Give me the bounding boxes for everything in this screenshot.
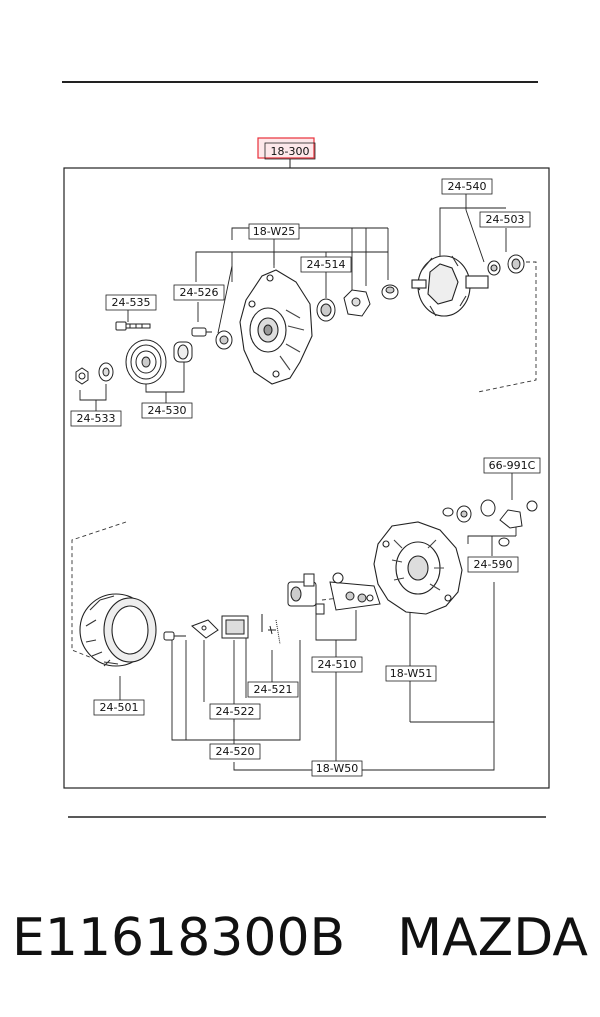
label-18-w25[interactable]: 18-W25 — [248, 223, 300, 240]
svg-text:24-533: 24-533 — [77, 412, 116, 425]
bearing-24-514 — [316, 298, 336, 322]
assembly-label-text: 18-300 — [271, 145, 310, 158]
svg-text:18-W25: 18-W25 — [253, 225, 295, 238]
regulator-24-510 — [287, 572, 381, 615]
svg-text:24-522: 24-522 — [216, 705, 255, 718]
label-24-590[interactable]: 24-590 — [467, 556, 519, 573]
retainer-plate — [343, 289, 371, 317]
svg-text:24-521: 24-521 — [254, 683, 293, 696]
label-24-501[interactable]: 24-501 — [93, 699, 145, 716]
nut-24-533 — [75, 362, 114, 385]
svg-text:18-W50: 18-W50 — [316, 762, 358, 775]
label-24-533[interactable]: 24-533 — [70, 410, 122, 427]
svg-text:66-991C: 66-991C — [489, 459, 536, 472]
terminal-bolts — [163, 614, 281, 645]
rear-housing-18-w51 — [373, 521, 463, 615]
label-18-w51[interactable]: 18-W51 — [385, 665, 437, 682]
assembly-label[interactable]: 18-300 — [257, 137, 316, 160]
svg-text:18-W51: 18-W51 — [390, 667, 432, 680]
svg-text:24-514: 24-514 — [307, 258, 346, 271]
svg-text:24-520: 24-520 — [216, 745, 255, 758]
bottom-leaders — [119, 472, 517, 771]
svg-text:24-510: 24-510 — [318, 658, 357, 671]
label-24-514[interactable]: 24-514 — [300, 256, 352, 273]
spacer-24-526 — [191, 327, 233, 350]
label-24-510[interactable]: 24-510 — [311, 656, 363, 673]
svg-text:24-530: 24-530 — [148, 404, 187, 417]
label-24-535[interactable]: 24-535 — [105, 294, 157, 311]
label-24-530[interactable]: 24-530 — [141, 402, 193, 419]
svg-text:24-535: 24-535 — [112, 296, 151, 309]
label-66-991c[interactable]: 66-991C — [483, 457, 541, 474]
label-24-522[interactable]: 24-522 — [209, 703, 261, 720]
label-24-521[interactable]: 24-521 — [247, 681, 299, 698]
part-number: E11618300B — [12, 908, 346, 968]
terminal-kit-24-590 — [442, 499, 538, 547]
top-dashed-guides — [477, 261, 537, 393]
diagram-frame — [63, 167, 550, 789]
bolt-24-535 — [115, 321, 151, 331]
label-24-540[interactable]: 24-540 — [441, 178, 493, 195]
rotor-24-540 — [411, 255, 501, 317]
bearing-24-503 — [507, 254, 525, 274]
brand-name: MAZDA — [397, 908, 588, 968]
screw-small — [381, 284, 399, 300]
stator-24-501 — [79, 593, 157, 667]
label-18-w50[interactable]: 18-W50 — [311, 760, 363, 777]
pulley-24-530 — [125, 339, 193, 385]
top-leaders — [79, 193, 507, 412]
front-housing-18-w25 — [239, 269, 313, 385]
bottom-dashed-guides — [71, 521, 373, 659]
caption: E11618300B MAZDA — [12, 898, 592, 978]
label-24-526[interactable]: 24-526 — [173, 284, 225, 301]
svg-text:24-526: 24-526 — [180, 286, 219, 299]
svg-text:24-540: 24-540 — [448, 180, 487, 193]
label-24-503[interactable]: 24-503 — [479, 211, 531, 228]
svg-text:24-503: 24-503 — [486, 213, 525, 226]
svg-text:24-501: 24-501 — [100, 701, 139, 714]
label-24-520[interactable]: 24-520 — [209, 743, 261, 760]
svg-text:24-590: 24-590 — [474, 558, 513, 571]
